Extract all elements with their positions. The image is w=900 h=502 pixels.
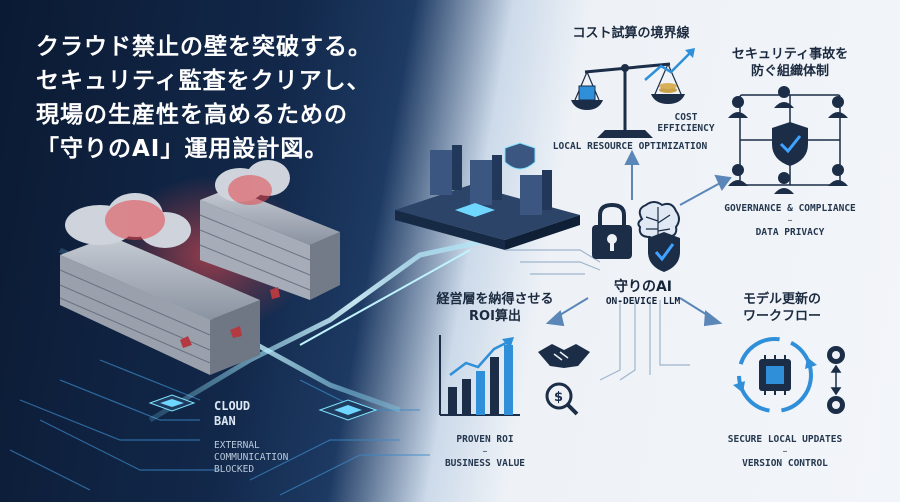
svg-text:$: $: [554, 390, 563, 405]
external-communication-label: EXTERNAL COMMUNICATION BLOCKED: [214, 440, 288, 476]
handshake-icon: [538, 344, 590, 368]
headline-line-4: 「守りのAI」運用設計図。: [36, 136, 329, 162]
update-caption-dash: –: [782, 446, 788, 457]
cost-title: コスト試算の境界線: [572, 26, 690, 41]
update-caption: SECURE LOCAL UPDATES – VERSION CONTROL: [705, 434, 865, 470]
server-rack-3: [520, 170, 552, 215]
headline: クラウド禁止の壁を突破する。 セキュリティ監査をクリアし、 現場の生産性を高める…: [36, 30, 372, 166]
roi-caption-dash: –: [482, 446, 488, 457]
headline-line-2: セキュリティ監査をクリアし、: [36, 68, 371, 94]
chip-right: [318, 399, 378, 421]
security-caption-line-2: DATA PRIVACY: [755, 227, 825, 238]
security-title-line-2: 防ぐ組織体制: [750, 64, 829, 79]
vertical-arrow: [830, 364, 842, 396]
update-title-line-1: モデル更新の: [742, 292, 821, 307]
roi-title-line-1: 経営層を納得させる: [436, 292, 554, 307]
cost-tag-line-1: COST: [674, 112, 698, 123]
magnifier-dollar-icon: $: [545, 382, 579, 416]
gear-icon-2: [827, 396, 845, 414]
external-line-1: EXTERNAL: [214, 440, 260, 451]
brain-icon: [637, 201, 680, 241]
cloud-ban-line-1: CLOUD: [214, 399, 251, 413]
update-caption-line-2: VERSION CONTROL: [742, 458, 828, 469]
headline-line-1: クラウド禁止の壁を突破する。: [36, 34, 372, 60]
padlock-icon: [592, 202, 632, 259]
security-caption-line-1: GOVERNANCE & COMPLIANCE: [724, 203, 856, 214]
person-icons: [728, 86, 848, 194]
external-line-2: COMMUNICATION: [214, 452, 289, 463]
flow-arrows: [545, 149, 732, 327]
server-platform: [395, 142, 580, 250]
headline-line-3: 現場の生産性を高めるための: [36, 102, 348, 128]
server-rack-1: [430, 145, 462, 195]
connector-lines: [505, 249, 690, 381]
roi-caption: PROVEN ROI – BUSINESS VALUE: [420, 434, 550, 470]
cost-tag: COST EFFICIENCY: [656, 112, 716, 134]
firewall-wall: [59, 160, 340, 375]
roi-caption-line-2: BUSINESS VALUE: [444, 458, 526, 469]
server-rack-2: [470, 155, 502, 205]
chip-left: [148, 394, 196, 412]
roi-caption-line-1: PROVEN ROI: [456, 434, 514, 445]
cost-caption: LOCAL RESOURCE OPTIMIZATION: [552, 141, 708, 152]
external-line-3: BLOCKED: [214, 464, 255, 475]
cloud-ban-line-2: BAN: [214, 414, 236, 428]
update-cycle-icon: [733, 337, 817, 413]
roi-title: 経営層を納得させる ROI算出: [420, 291, 570, 325]
roi-bar-chart-icon: [439, 335, 520, 416]
update-title-line-2: ワークフロー: [742, 309, 821, 324]
security-shield-icon: [772, 122, 808, 166]
security-title-line-1: セキュリティ事故を: [731, 47, 849, 62]
center-subtitle: ON-DEVICE LLM: [605, 296, 681, 307]
security-title: セキュリティ事故を 防ぐ組織体制: [720, 46, 860, 80]
shield-icon: [504, 142, 536, 170]
center-label: 守りのAI ON-DEVICE LLM: [583, 276, 703, 307]
security-caption: GOVERNANCE & COMPLIANCE – DATA PRIVACY: [700, 203, 880, 239]
cost-tag-line-2: EFFICIENCY: [657, 123, 715, 134]
center-title: 守りのAI: [613, 279, 673, 295]
cloud-ban-label: CLOUD BAN: [214, 399, 250, 429]
roi-title-line-2: ROI算出: [469, 309, 521, 324]
update-caption-line-1: SECURE LOCAL UPDATES: [727, 434, 843, 445]
gear-icon: [827, 346, 845, 364]
balance-scale-icon: [571, 48, 695, 138]
shield-check-icon: [648, 232, 680, 272]
update-title: モデル更新の ワークフロー: [722, 291, 842, 325]
security-caption-dash: –: [787, 215, 793, 226]
